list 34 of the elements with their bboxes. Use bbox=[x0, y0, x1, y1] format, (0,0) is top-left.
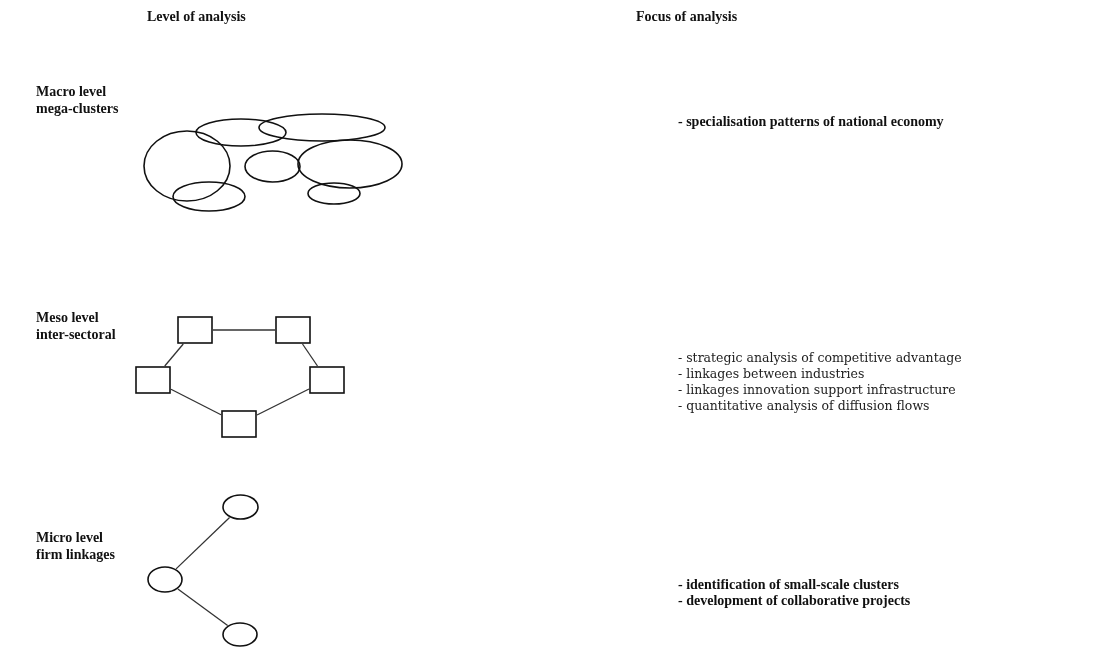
connector-line bbox=[301, 343, 319, 367]
connector-line bbox=[177, 588, 229, 627]
cluster-ellipse bbox=[307, 182, 361, 205]
focus-text: - development of collaborative projects bbox=[678, 592, 911, 609]
level-label: Macro level mega-clusters bbox=[36, 83, 120, 117]
focus-text: - quantitative analysis of diffusion flows bbox=[678, 398, 930, 413]
cluster-ellipse bbox=[297, 139, 403, 189]
focus-text: - strategic analysis of competitive advantage bbox=[678, 350, 962, 365]
sector-box bbox=[221, 410, 257, 438]
sector-box bbox=[275, 316, 311, 344]
firm-circle bbox=[222, 622, 258, 647]
cluster-ellipse bbox=[244, 150, 301, 183]
firm-circle bbox=[147, 566, 183, 593]
connector-line bbox=[212, 329, 276, 331]
connector-line bbox=[170, 388, 222, 416]
focus-text: - linkages between industries bbox=[678, 366, 865, 381]
cluster-ellipse bbox=[258, 113, 386, 142]
column-heading: Level of analysis bbox=[147, 8, 246, 25]
focus-text: - linkages innovation support infrastructure bbox=[678, 382, 956, 397]
column-heading: Focus of analysis bbox=[636, 8, 738, 25]
cluster-ellipse bbox=[172, 181, 246, 212]
sector-box bbox=[309, 366, 345, 394]
sector-box bbox=[135, 366, 171, 394]
cluster-ellipse bbox=[195, 118, 287, 147]
firm-circle bbox=[222, 494, 259, 520]
connector-line bbox=[256, 388, 310, 416]
sector-box bbox=[177, 316, 213, 344]
connector-line bbox=[175, 516, 231, 570]
connector-line bbox=[164, 343, 184, 367]
level-label: Meso level inter-sectoral bbox=[36, 309, 117, 343]
focus-text: - specialisation patterns of national economy bbox=[678, 113, 944, 130]
level-label: Micro level firm linkages bbox=[36, 529, 116, 563]
cluster-ellipse bbox=[143, 130, 231, 202]
focus-text: - identification of small-scale clusters bbox=[678, 576, 899, 593]
